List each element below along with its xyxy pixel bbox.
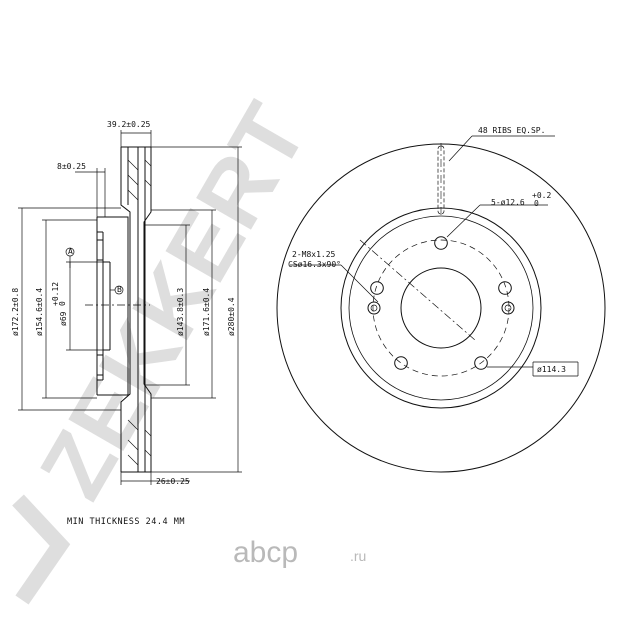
- front-view: [276, 135, 606, 473]
- disc-thickness-label: 26±0.25: [156, 477, 190, 486]
- bore-tolerance-upper: +0.12: [51, 282, 60, 306]
- disc-diameter-label: ø280±0.4: [227, 297, 236, 336]
- hat-thickness-label: 8±0.25: [57, 162, 86, 171]
- pcd-circle: [372, 239, 510, 377]
- datum-a-label: A: [68, 247, 73, 256]
- ribs-label: 48 RIBS EQ.SP.: [478, 126, 545, 135]
- outer-hat-diameter-label: ø172.2±0.8: [11, 288, 20, 336]
- center-bore: [400, 267, 482, 349]
- countersink-label: CSø16.3x90°: [288, 260, 341, 269]
- inner-vent-diameter-label: ø143.8±0.3: [176, 288, 185, 336]
- bolt-holes-tol-upper: +0.2: [532, 191, 551, 200]
- bore-diameter-label: ø69: [59, 311, 68, 326]
- mid-diameter-label: ø154.6±0.4: [35, 288, 44, 336]
- pcd-label: ø114.3: [537, 365, 566, 374]
- total-width-label: 39.2±0.25: [107, 120, 151, 129]
- datum-b-label: B: [117, 285, 122, 294]
- site-watermark-suffix: .ru: [350, 548, 366, 564]
- site-watermark: abcp: [233, 536, 298, 569]
- bore-tolerance-lower: 0: [58, 301, 67, 306]
- bolt-holes-label: 5-ø12.6: [491, 198, 525, 207]
- brand-chevron-icon: [12, 494, 71, 605]
- min-thickness-note: MIN THICKNESS 24.4 MM: [67, 517, 185, 527]
- outer-vent-diameter-label: ø171.6±0.4: [202, 288, 211, 336]
- thread-label: 2-M8x1.25: [292, 250, 336, 259]
- threaded-holes: [367, 301, 515, 315]
- bolt-holes-tol-lower: 0: [534, 199, 539, 208]
- bolt-holes: [370, 236, 512, 370]
- side-section-view: [18, 130, 242, 485]
